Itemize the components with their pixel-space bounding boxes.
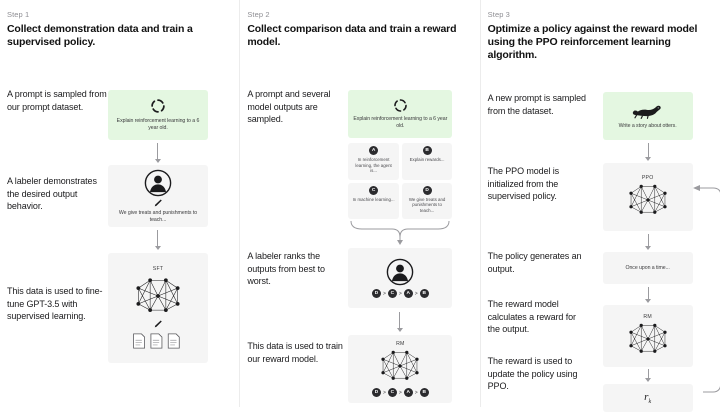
output-option-c[interactable]: C In machine learning... bbox=[348, 182, 399, 219]
ppo-feedback-loop bbox=[691, 182, 720, 402]
step-1-title: Collect demonstration data and train a s… bbox=[7, 23, 193, 48]
step-3-rm-panel: RM bbox=[602, 305, 693, 367]
person-icon bbox=[144, 169, 172, 197]
step-1-labeler-panel: We give treats and punishments to teach.… bbox=[108, 165, 208, 227]
rank-separator: > bbox=[414, 389, 418, 396]
step-2-arrow-1 bbox=[395, 312, 404, 332]
step-2-column: Step 2 Collect comparison data and train… bbox=[239, 0, 479, 407]
documents-icon bbox=[132, 332, 184, 350]
step-3-caption-4: The reward model calculates a reward for… bbox=[487, 299, 576, 334]
output-badge-c: C bbox=[369, 185, 379, 195]
step-3-title: Optimize a policy against the reward mod… bbox=[487, 23, 698, 61]
step-1-arrow-1 bbox=[153, 143, 162, 163]
step-3-column: Step 3 Optimize a policy against the rew… bbox=[479, 0, 720, 412]
output-text-b: Explain rewards... bbox=[409, 157, 445, 162]
step-2-caption-2: A labeler ranks the outputs from best to… bbox=[247, 251, 325, 286]
step-3-arrow-1 bbox=[644, 143, 653, 161]
output-badge-a: A bbox=[369, 146, 379, 155]
step-1-caption-2: A labeler demonstrates the desired outpu… bbox=[7, 176, 97, 211]
step-3-kicker: Step 3 bbox=[487, 10, 510, 19]
dashed-circle-icon bbox=[150, 98, 166, 114]
rank-separator: > bbox=[414, 290, 418, 297]
step-3-caption-5: The reward is used to update the policy … bbox=[487, 356, 578, 391]
step-3-caption-2: The PPO model is initialized from the su… bbox=[487, 166, 560, 201]
step-2-prompt-text: Explain reinforcement learning to a 6 ye… bbox=[353, 116, 448, 129]
step-3-arrow-4 bbox=[644, 369, 653, 382]
step-3-caption-1: A new prompt is sampled from the dataset… bbox=[487, 93, 586, 116]
neural-net-icon bbox=[624, 181, 672, 219]
reward-symbol: rk bbox=[644, 390, 652, 406]
output-text-d: We give treats and punishments to teach.… bbox=[408, 196, 446, 213]
step-1-column: Step 1 Collect demonstration data and tr… bbox=[0, 0, 239, 407]
step-3-arrow-2 bbox=[644, 234, 653, 250]
output-text-a: In reinforcement learning, the agent is.… bbox=[355, 157, 392, 174]
rm-rank-badge-3: A bbox=[403, 388, 413, 397]
step-2-caption-1: A prompt and several model outputs are s… bbox=[247, 89, 331, 124]
person-icon bbox=[386, 258, 414, 286]
step-2-ranking-row: D > C > A > B bbox=[371, 289, 429, 298]
step-3-ppo-panel: PPO bbox=[602, 163, 693, 231]
step-2-labeler-panel: D > C > A > B bbox=[348, 248, 453, 308]
pencil-icon bbox=[153, 198, 163, 208]
step-1-kicker: Step 1 bbox=[7, 10, 30, 19]
rank-badge-3: A bbox=[403, 289, 413, 298]
step-3-prompt-text: Write a story about otters. bbox=[618, 122, 677, 129]
step-3-output-panel: Once upon a time... bbox=[602, 252, 693, 284]
step-1-caption-1: A prompt is sampled from our prompt data… bbox=[7, 89, 107, 112]
step-1-sft-label: SFT bbox=[152, 266, 164, 272]
neural-net-icon bbox=[130, 274, 186, 318]
step-2-kicker: Step 2 bbox=[247, 10, 270, 19]
rank-separator: > bbox=[398, 290, 402, 297]
output-badge-d: D bbox=[422, 185, 432, 195]
neural-net-icon bbox=[376, 347, 424, 385]
rank-separator: > bbox=[382, 389, 386, 396]
step-3-prompt-panel: Write a story about otters. bbox=[602, 92, 693, 140]
rank-separator: > bbox=[398, 389, 402, 396]
step-1-sft-panel: SFT bbox=[108, 253, 208, 363]
rank-badge-2: C bbox=[387, 289, 397, 298]
step-1-prompt-text: Explain reinforcement learning to a 6 ye… bbox=[116, 118, 200, 131]
rm-rank-badge-2: C bbox=[387, 388, 397, 397]
output-option-b[interactable]: B Explain rewards... bbox=[401, 143, 453, 180]
rank-badge-1: D bbox=[371, 289, 381, 298]
rm-rank-badge-4: B bbox=[419, 388, 429, 397]
step-2-outputs-grid: A In reinforcement learning, the agent i… bbox=[348, 143, 453, 219]
output-option-a[interactable]: A In reinforcement learning, the agent i… bbox=[348, 143, 399, 180]
pencil-icon bbox=[153, 319, 163, 329]
output-badge-b: B bbox=[422, 146, 432, 155]
step-2-rm-panel: RM bbox=[348, 335, 453, 403]
step-1-caption-3: This data is used to fine-tune GPT-3.5 w… bbox=[7, 286, 103, 321]
step-1-prompt-panel: Explain reinforcement learning to a 6 ye… bbox=[108, 90, 208, 140]
step-2-prompt-panel: Explain reinforcement learning to a 6 ye… bbox=[348, 90, 453, 138]
step-1-arrow-2 bbox=[153, 230, 162, 250]
output-text-c: In machine learning... bbox=[352, 196, 395, 202]
dashed-circle-icon bbox=[393, 98, 408, 113]
step-3-output-text: Once upon a time... bbox=[625, 264, 670, 271]
step-3-arrow-3 bbox=[644, 287, 653, 303]
step-3-reward-panel: rk bbox=[602, 384, 693, 412]
neural-net-icon bbox=[624, 320, 672, 358]
step-2-title: Collect comparison data and train a rewa… bbox=[247, 23, 457, 48]
step-2-caption-3: This data is used to train our reward mo… bbox=[247, 341, 343, 364]
otter-icon bbox=[631, 103, 665, 119]
step-2-rm-ranking-row: D > C > A > B bbox=[371, 388, 429, 397]
rank-separator: > bbox=[382, 290, 386, 297]
rm-rank-badge-1: D bbox=[371, 388, 381, 397]
step-3-ppo-label: PPO bbox=[641, 175, 654, 181]
step-1-labeler-text: We give treats and punishments to teach.… bbox=[118, 209, 198, 223]
step-3-caption-3: The policy generates an output. bbox=[487, 251, 582, 274]
rank-badge-4: B bbox=[419, 289, 429, 298]
step-3-rm-label: RM bbox=[643, 314, 652, 320]
step-2-rm-label: RM bbox=[396, 341, 405, 347]
output-option-d[interactable]: D We give treats and punishments to teac… bbox=[401, 182, 453, 219]
step-2-merge-brace bbox=[348, 219, 452, 247]
